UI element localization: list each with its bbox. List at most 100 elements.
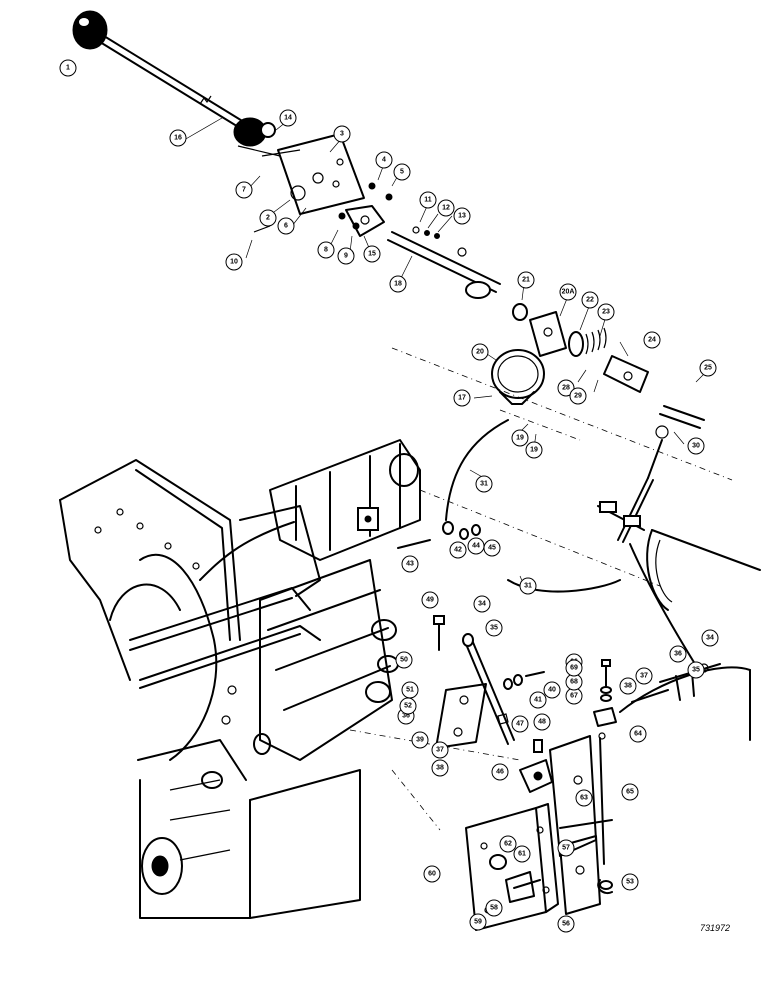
svg-text:31: 31 — [524, 583, 532, 590]
shift-lever — [72, 10, 245, 129]
lever-boot — [233, 117, 281, 157]
svg-text:64: 64 — [634, 731, 642, 738]
callout-14: 14 — [279, 109, 297, 127]
callout-7: 7 — [235, 181, 253, 199]
callout-61: 61 — [513, 845, 531, 863]
callout-28: 28 — [557, 379, 575, 397]
callout-63: 63 — [575, 789, 593, 807]
svg-text:29: 29 — [574, 393, 582, 400]
svg-text:2: 2 — [266, 215, 270, 222]
callout-52: 52 — [399, 697, 417, 715]
svg-text:50: 50 — [400, 657, 408, 664]
svg-text:34: 34 — [478, 601, 486, 608]
callout-51: 51 — [401, 681, 419, 699]
cab-section — [619, 529, 761, 741]
svg-text:38: 38 — [624, 683, 632, 690]
callout-25: 25 — [699, 359, 717, 377]
callout-40: 40 — [543, 681, 561, 699]
transmission-housing — [59, 459, 361, 919]
callout-31-upper: 31 — [475, 475, 493, 493]
callout-8: 8 — [317, 241, 335, 259]
svg-text:31: 31 — [480, 481, 488, 488]
svg-text:19: 19 — [516, 435, 524, 442]
callout-21: 21 — [517, 271, 535, 289]
svg-text:11: 11 — [424, 197, 432, 204]
callout-22: 22 — [581, 291, 599, 309]
callout-24: 24 — [643, 331, 661, 349]
svg-text:16: 16 — [174, 135, 182, 142]
svg-text:60: 60 — [428, 871, 436, 878]
callout-38-right: 38 — [619, 677, 637, 695]
callout-3: 3 — [333, 125, 351, 143]
assembly-axes — [349, 347, 733, 831]
callout-15: 15 — [363, 245, 381, 263]
svg-text:19: 19 — [530, 447, 538, 454]
svg-text:20A: 20A — [562, 289, 575, 296]
svg-text:36: 36 — [402, 713, 410, 720]
mounting-plate — [261, 133, 365, 215]
callout-41: 41 — [529, 691, 547, 709]
clamp-fitting — [597, 501, 645, 531]
callout-37-right: 37 — [635, 667, 653, 685]
callout-10: 10 — [225, 253, 243, 271]
mount-plate-60 — [465, 803, 559, 931]
svg-text:46: 46 — [496, 769, 504, 776]
svg-text:51: 51 — [406, 687, 414, 694]
svg-text:8: 8 — [324, 247, 328, 254]
cross-shaft — [387, 231, 501, 299]
callout-44: 44 — [467, 537, 485, 555]
svg-text:23: 23 — [602, 309, 610, 316]
svg-text:9: 9 — [344, 253, 348, 260]
callout-1: 1 — [59, 59, 77, 77]
callout-62: 62 — [499, 835, 517, 853]
callout-30: 30 — [687, 437, 705, 455]
callout-47: 47 — [511, 715, 529, 733]
callout-49: 49 — [421, 591, 439, 609]
svg-text:20: 20 — [476, 349, 484, 356]
svg-text:10: 10 — [230, 259, 238, 266]
svg-text:5: 5 — [400, 169, 404, 176]
svg-text:69: 69 — [570, 665, 578, 672]
svg-text:68: 68 — [570, 679, 578, 686]
callout-36-right: 36 — [669, 645, 687, 663]
callout-23: 23 — [597, 303, 615, 321]
svg-text:13: 13 — [458, 213, 466, 220]
callout-46: 46 — [491, 763, 509, 781]
svg-text:61: 61 — [518, 851, 526, 858]
hydraulic-tubes — [129, 521, 321, 689]
washers-40-41 — [503, 671, 545, 690]
svg-text:48: 48 — [538, 719, 546, 726]
svg-text:35: 35 — [692, 667, 700, 674]
control-valve — [239, 505, 399, 761]
callout-6: 6 — [277, 217, 295, 235]
callout-29: 29 — [569, 387, 587, 405]
callout-16: 16 — [169, 129, 187, 147]
svg-text:14: 14 — [284, 115, 292, 122]
clevis-46 — [519, 739, 553, 793]
callout-17: 17 — [453, 389, 471, 407]
svg-text:45: 45 — [488, 545, 496, 552]
svg-text:21: 21 — [522, 277, 530, 284]
callout-56: 56 — [557, 915, 575, 933]
callout-37-left: 37 — [431, 741, 449, 759]
svg-text:36: 36 — [674, 651, 682, 658]
clamp-collar — [491, 303, 567, 405]
svg-text:56: 56 — [562, 921, 570, 928]
svg-text:18: 18 — [394, 281, 402, 288]
rod-65 — [598, 732, 606, 865]
svg-text:22: 22 — [586, 297, 594, 304]
svg-text:65: 65 — [626, 789, 634, 796]
callout-12: 12 — [437, 199, 455, 217]
callout-64: 64 — [629, 725, 647, 743]
svg-text:44: 44 — [472, 543, 480, 550]
callout-39: 39 — [411, 731, 429, 749]
svg-text:38: 38 — [436, 765, 444, 772]
rod-end-30 — [617, 405, 705, 543]
svg-text:30: 30 — [692, 443, 700, 450]
callout-2: 2 — [259, 209, 277, 227]
callout-35-left: 35 — [485, 619, 503, 637]
callout-69: 69 — [565, 659, 583, 677]
callout-31-lower: 31 — [519, 577, 537, 595]
callout-19-second: 19 — [525, 441, 543, 459]
svg-text:28: 28 — [562, 385, 570, 392]
